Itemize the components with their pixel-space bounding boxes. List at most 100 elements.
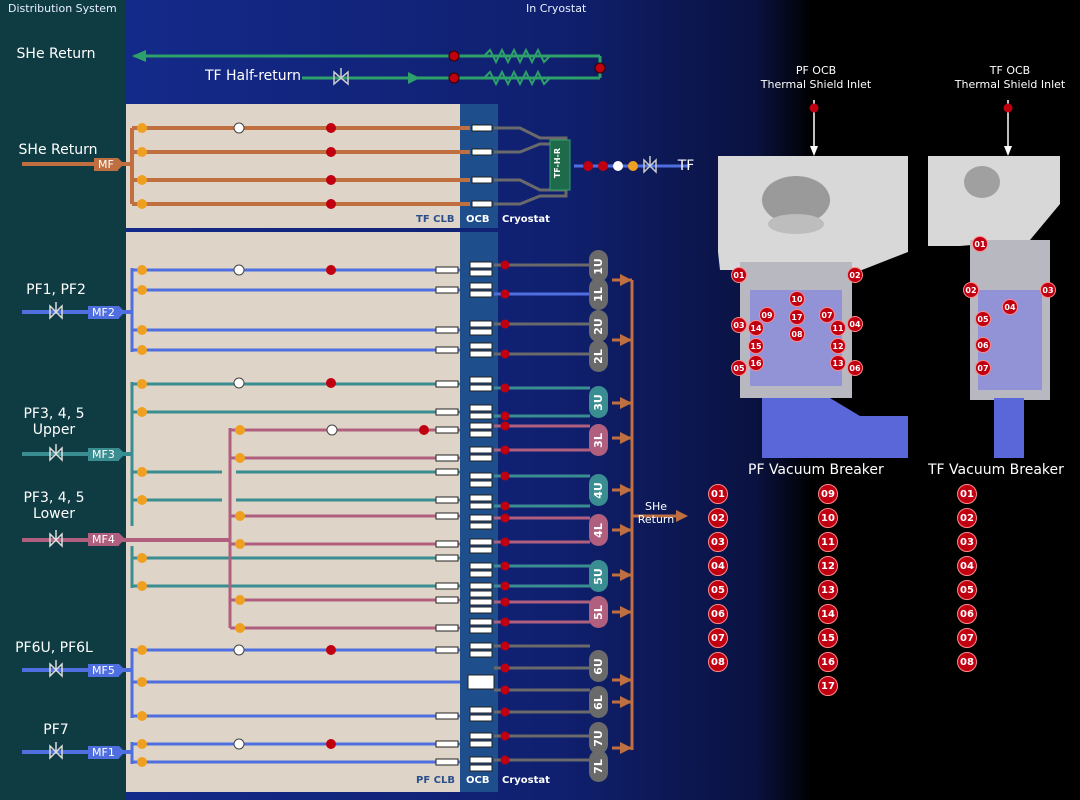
pf-list-item[interactable]: 09 [818, 484, 838, 504]
pf-marker[interactable]: 06 [847, 360, 863, 376]
tf-list-item[interactable]: 01 [957, 484, 977, 504]
pf-list-item[interactable]: 14 [818, 604, 838, 624]
coil-label: 5L [591, 604, 605, 620]
coil-2l[interactable]: 2L [589, 340, 608, 372]
tf-list-item[interactable]: 07 [957, 628, 977, 648]
coil-5u[interactable]: 5U [589, 560, 608, 592]
pf-marker[interactable]: 17 [789, 309, 805, 325]
coil-3l[interactable]: 3L [589, 424, 608, 456]
pf-list-item[interactable]: 02 [708, 508, 728, 528]
tf-clb-box [126, 104, 460, 228]
coil-label: 2L [591, 348, 605, 364]
coil-7l[interactable]: 7L [589, 750, 608, 782]
coil-label: 6L [591, 694, 605, 710]
mf4-tag: MF4 [88, 533, 125, 546]
tf-marker[interactable]: 02 [963, 282, 979, 298]
pf-list-item[interactable]: 16 [818, 652, 838, 672]
mf2-tag: MF2 [88, 306, 125, 319]
pf-marker[interactable]: 08 [789, 326, 805, 342]
feed-label-pf1-pf2: PF1, PF2 [26, 282, 86, 298]
she-return-pf-label: SHe Return [637, 500, 675, 526]
pf-list-item[interactable]: 12 [818, 556, 838, 576]
pf-marker[interactable]: 05 [731, 360, 747, 376]
tf-list-item[interactable]: 04 [957, 556, 977, 576]
pf-cryostat-label: Cryostat [502, 775, 550, 786]
pf-list-item[interactable]: 05 [708, 580, 728, 600]
coil-6u[interactable]: 6U [589, 650, 608, 682]
pf-marker[interactable]: 01 [731, 267, 747, 283]
pf-list-item[interactable]: 11 [818, 532, 838, 552]
tf-list-item[interactable]: 08 [957, 652, 977, 672]
distribution-header: Distribution System [8, 2, 117, 15]
feed-label-pf7: PF7 [43, 722, 69, 738]
tf-half-return-label: TF Half-return [204, 68, 302, 84]
coil-1l[interactable]: 1L [589, 278, 608, 310]
coil-4l[interactable]: 4L [589, 514, 608, 546]
pf-list-item[interactable]: 10 [818, 508, 838, 528]
tf-vacuum-breaker-image [928, 100, 1060, 458]
coil-3u[interactable]: 3U [589, 386, 608, 418]
coil-label: 3L [591, 432, 605, 448]
pf-list-item[interactable]: 03 [708, 532, 728, 552]
top-return-lines [132, 47, 606, 87]
coil-4u[interactable]: 4U [589, 474, 608, 506]
pf-list-item[interactable]: 06 [708, 604, 728, 624]
coil-label: 7L [591, 758, 605, 774]
tf-h-r-label: TF-H-R [553, 148, 562, 179]
tf-list-item[interactable]: 02 [957, 508, 977, 528]
pf-marker[interactable]: 16 [748, 355, 764, 371]
mf3-tag: MF3 [88, 448, 125, 461]
pf-marker[interactable]: 10 [789, 291, 805, 307]
she-return-tf-label: SHe Return [18, 142, 98, 158]
pf-marker[interactable]: 13 [830, 355, 846, 371]
pf-list-item[interactable]: 01 [708, 484, 728, 504]
feed-label-pf345-upper: PF3, 4, 5 Upper [23, 406, 85, 438]
tf-ocb-inlet-label: TF OCB Thermal Shield Inlet [954, 64, 1066, 91]
pf-marker[interactable]: 09 [759, 307, 775, 323]
tf-marker[interactable]: 01 [972, 236, 988, 252]
mf5-tag: MF5 [88, 664, 125, 677]
tf-marker[interactable]: 04 [1002, 299, 1018, 315]
tf-ocb-label: OCB [466, 214, 490, 225]
pf-sensors [137, 264, 429, 767]
pf-clb-box [126, 232, 460, 792]
pf-marker[interactable]: 07 [819, 307, 835, 323]
pf-ocb-inlet-label: PF OCB Thermal Shield Inlet [760, 64, 872, 91]
pf-list-item[interactable]: 08 [708, 652, 728, 672]
coil-6l[interactable]: 6L [589, 686, 608, 718]
pf-marker[interactable]: 12 [830, 338, 846, 354]
pf-list-item[interactable]: 15 [818, 628, 838, 648]
tf-list-item[interactable]: 06 [957, 604, 977, 624]
tf-marker[interactable]: 05 [975, 311, 991, 327]
pf-lines [22, 268, 460, 764]
coil-label: 2U [592, 317, 605, 335]
coil-label: 1U [592, 257, 605, 275]
pf-list-item[interactable]: 13 [818, 580, 838, 600]
tf-vacuum-breaker-title: TF Vacuum Breaker [928, 462, 1064, 478]
pf-list-item[interactable]: 04 [708, 556, 728, 576]
cryostat-header: In Cryostat [526, 2, 587, 15]
she-return-top-label: SHe Return [16, 46, 96, 62]
tf-marker[interactable]: 06 [975, 337, 991, 353]
mf1-tag: MF1 [88, 746, 125, 759]
pf-marker[interactable]: 11 [830, 320, 846, 336]
pf-marker[interactable]: 04 [847, 316, 863, 332]
coil-1u[interactable]: 1U [589, 250, 608, 282]
coil-label: 7U [592, 729, 605, 747]
pf-marker[interactable]: 14 [748, 320, 764, 336]
coil-5l[interactable]: 5L [589, 596, 608, 628]
tf-list-item[interactable]: 05 [957, 580, 977, 600]
coil-7u[interactable]: 7U [589, 722, 608, 754]
tf-marker[interactable]: 03 [1040, 282, 1056, 298]
tf-list-item[interactable]: 03 [957, 532, 977, 552]
coil-label: 4L [591, 522, 605, 538]
pf-list-item[interactable]: 07 [708, 628, 728, 648]
pf-marker[interactable]: 03 [731, 317, 747, 333]
pf-marker[interactable]: 02 [847, 267, 863, 283]
coil-2u[interactable]: 2U [589, 310, 608, 342]
pf-list-item[interactable]: 17 [818, 676, 838, 696]
tf-label: TF [677, 158, 695, 174]
pf-marker[interactable]: 15 [748, 338, 764, 354]
tf-marker[interactable]: 07 [975, 360, 991, 376]
pf-ocb-label: OCB [466, 775, 490, 786]
